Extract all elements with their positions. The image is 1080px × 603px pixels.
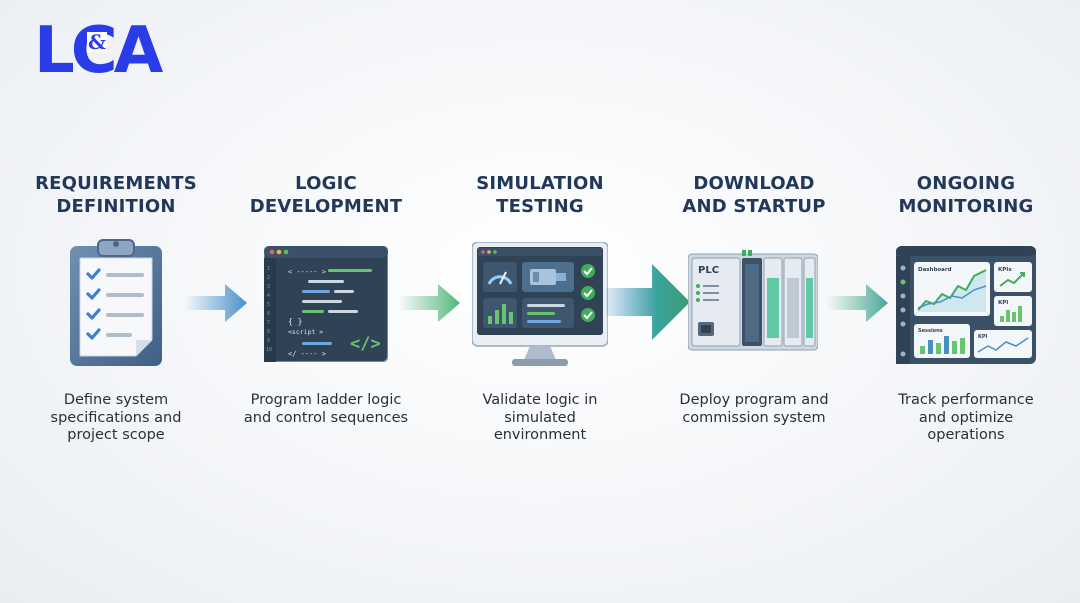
step-title: DOWNLOAD AND STARTUP (682, 173, 826, 217)
step-description: Deploy program and commission system (679, 392, 829, 426)
step-description: Define system specifications and project… (50, 392, 182, 443)
flow-arrow-2 (398, 284, 460, 322)
svg-text:1: 1 (267, 266, 270, 272)
kpi-label: KPIs (998, 267, 1012, 273)
svg-text:3: 3 (267, 284, 270, 290)
step-title: REQUIREMENTS DEFINITION (35, 173, 197, 217)
dashboard-icon: Dashboard KPIs KPI Sessions KPI (896, 246, 1036, 364)
dashboard-title: Dashboard (918, 267, 952, 273)
flow-arrow-1 (185, 284, 247, 322)
logo-ampersand: & (87, 30, 108, 54)
sessions-label: Sessions (918, 328, 943, 334)
code-token: <script > (288, 328, 323, 336)
code-token: < ----- > (288, 268, 326, 276)
company-logo: LCA & (34, 18, 163, 84)
flow-arrow-4 (826, 284, 888, 322)
svg-text:8: 8 (267, 329, 270, 335)
code-editor-icon: 1 2 3 4 5 6 7 8 9 10 < ----- > { } <script > </… (264, 246, 388, 362)
svg-text:10: 10 (266, 347, 272, 353)
step-title: SIMULATION TESTING (476, 173, 604, 217)
kpi-label: KPI (978, 334, 988, 340)
step-description: Program ladder logic and control sequenc… (243, 392, 409, 426)
step-requirements: REQUIREMENTS DEFINITION Define system sp… (11, 172, 221, 443)
flow-arrow-3 (606, 264, 690, 340)
code-token: </ ---- > (288, 350, 326, 358)
step-title: LOGIC DEVELOPMENT (249, 173, 403, 217)
step-description: Validate logic in simulated environment (482, 392, 598, 443)
code-tag-icon: </> (350, 334, 381, 354)
step-download-startup: DOWNLOAD AND STARTUP Deploy program and … (649, 172, 859, 426)
clipboard-checklist-icon (70, 239, 162, 366)
svg-text:4: 4 (267, 293, 270, 299)
svg-text:2: 2 (267, 275, 270, 281)
svg-text:5: 5 (267, 302, 270, 308)
plc-label: PLC (698, 265, 719, 276)
kpi-label: KPI (998, 300, 1008, 306)
step-logic-development: LOGIC DEVELOPMENT Program ladder logic a… (221, 172, 431, 426)
step-description: Track performance and optimize operation… (898, 392, 1034, 443)
step-title: ONGOING MONITORING (898, 173, 1034, 217)
simulation-monitor-icon (472, 242, 608, 366)
plc-rack-icon: PLC (688, 250, 818, 351)
step-ongoing-monitoring: ONGOING MONITORING Track performance and… (861, 172, 1071, 443)
svg-text:9: 9 (267, 338, 270, 344)
code-token: { } (288, 317, 302, 326)
step-simulation-testing: SIMULATION TESTING Validate logic in sim… (435, 172, 645, 443)
svg-text:7: 7 (267, 320, 270, 326)
svg-text:6: 6 (267, 311, 270, 317)
